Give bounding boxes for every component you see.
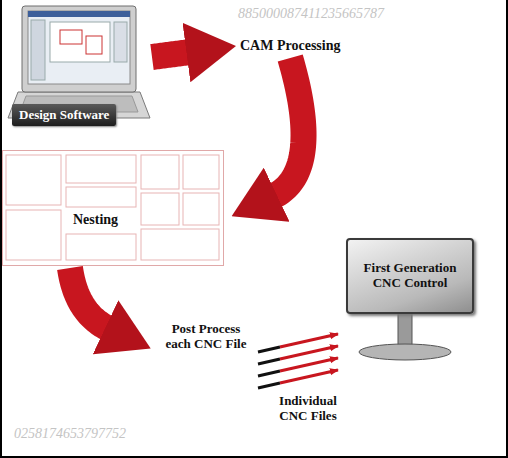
window-canvas	[50, 22, 110, 62]
file-arrow-tail	[258, 347, 280, 352]
file-arrow	[280, 334, 338, 347]
drawn-part	[86, 36, 102, 54]
frame-line	[506, 0, 508, 457]
file-arrow-tail	[258, 383, 280, 388]
files-label: Individual CNC Files	[264, 394, 352, 424]
monitor-neck	[398, 312, 412, 348]
window-toolbar	[31, 20, 45, 80]
window-titlebar	[28, 11, 130, 17]
nested-part	[141, 193, 179, 225]
software-illustration: Design Software	[10, 2, 150, 128]
nested-part	[6, 210, 61, 260]
node-text: CAM Processing	[240, 38, 340, 54]
node-text: Nesting	[69, 211, 122, 229]
flow-arrow	[70, 268, 110, 329]
nested-part	[183, 193, 219, 225]
nesting-grid	[6, 155, 219, 260]
nested-part	[141, 229, 219, 260]
cnc-monitor: First Generation CNC Control	[346, 238, 474, 314]
window-panel	[114, 22, 127, 62]
laptop-screen-frame	[22, 6, 136, 92]
file-arrow	[280, 346, 338, 359]
node-text: Post Process each CNC File	[158, 322, 254, 352]
laptop-screen	[28, 11, 130, 84]
nested-part	[66, 187, 136, 207]
file-arrow	[280, 370, 338, 383]
nested-part	[141, 155, 179, 189]
file-arrow-tail	[258, 359, 280, 364]
nested-part	[66, 155, 136, 183]
watermark-digits: 885000087411235665787	[238, 6, 384, 22]
node-text: First Generation CNC Control	[348, 255, 472, 297]
process-label: CAM Processing	[240, 38, 340, 54]
nested-part	[183, 155, 219, 189]
nested-part	[6, 155, 61, 205]
drawn-part	[60, 30, 82, 44]
flow-arrow	[152, 52, 191, 57]
node-text: Design Software	[12, 104, 116, 126]
monitor-base	[359, 344, 451, 360]
flow-arrow	[272, 58, 303, 197]
nesting-panel: Nesting	[2, 150, 224, 266]
watermark-digits: 0258174653797752	[14, 426, 126, 442]
nested-part	[66, 234, 136, 260]
file-arrow-tail	[258, 371, 280, 376]
process-label: Post Process each CNC File	[158, 322, 254, 352]
frame-line	[0, 456, 508, 458]
cnc-file-arrows	[258, 334, 338, 388]
file-arrow	[280, 358, 338, 371]
